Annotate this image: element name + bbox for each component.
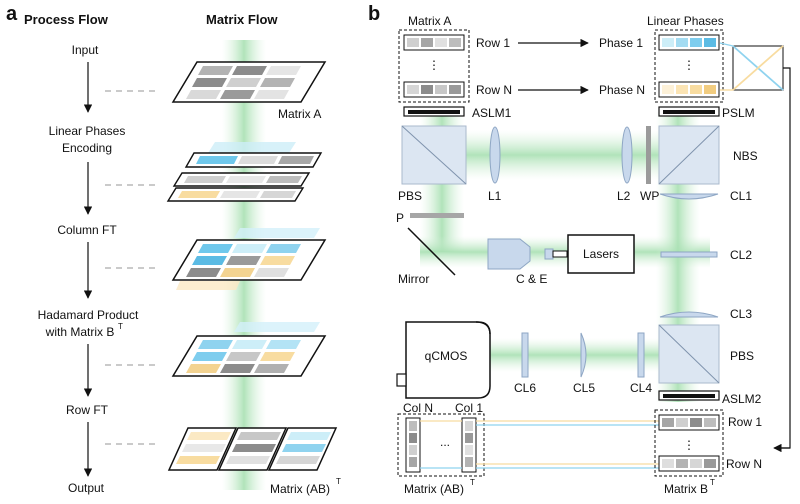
lens-cl1 (659, 193, 719, 200)
matrix-a-row1 (403, 34, 465, 51)
matrix-a-vdots: ⋮ (428, 58, 440, 72)
matrix-a-rowN (403, 81, 465, 98)
phase-1-row (658, 34, 720, 51)
matrix-abt-dashed-box (397, 413, 485, 477)
crossing-box (719, 42, 784, 91)
lasers-label: Lasers (583, 247, 619, 261)
matrix-bt-vdots: ⋮ (683, 438, 695, 452)
matrix-abt-col-1 (461, 417, 477, 473)
matrix-a-label-b: Matrix A (408, 14, 451, 28)
phase-1-label: Phase 1 (599, 36, 643, 50)
matrix-flow-header: Matrix Flow (206, 12, 278, 27)
return-line (780, 67, 791, 449)
pbs-top (401, 125, 467, 185)
matrix-abt-sup-a: T (336, 477, 341, 486)
column-ft-plane (171, 228, 327, 290)
collimator-expander (487, 238, 568, 270)
l1-label: L1 (488, 189, 502, 203)
output-planes (167, 427, 338, 471)
row-1-label-b: Row 1 (728, 415, 762, 429)
lens-cl5 (580, 332, 587, 378)
p-label: P (396, 211, 404, 225)
phase-n-row (658, 81, 720, 98)
matrix-bt-sup: T (710, 478, 715, 487)
row-n-label-a: Row N (476, 83, 512, 97)
linear-phases-label: Linear Phases (647, 14, 724, 28)
aslm2-label: ASLM2 (722, 392, 762, 406)
nbs-label: NBS (733, 149, 758, 163)
mirror (407, 227, 456, 276)
wp-label: WP (640, 189, 659, 203)
pslm (658, 106, 720, 117)
matrix-a-label-a: Matrix A (278, 107, 321, 121)
lens-l2 (621, 126, 633, 184)
matrix-bt-row1 (658, 414, 720, 431)
lens-cl2 (660, 251, 718, 258)
step-row-ft: Row FT (66, 403, 109, 417)
mirror-label: Mirror (398, 272, 429, 286)
matrix-a-dashed-box (398, 29, 470, 103)
polarizer (410, 213, 464, 218)
matrix-abt-hdots: ... (440, 435, 450, 449)
step-linear-line1: Linear Phases (49, 124, 126, 138)
panel-a-letter: a (6, 3, 18, 25)
hadamard-plane (171, 322, 327, 377)
pbs-bottom-label: PBS (730, 349, 754, 363)
cl5-label: CL5 (573, 381, 595, 395)
l2-label: L2 (617, 189, 631, 203)
aslm2 (658, 390, 720, 401)
matrix-a-plane (171, 61, 327, 103)
step-hadamard-line1: Hadamard Product (38, 308, 139, 322)
matrix-bt-dashed-box (654, 409, 724, 477)
col-1-label: Col 1 (455, 401, 483, 415)
panel-a-dashed-connectors (105, 90, 160, 445)
lens-l1 (489, 126, 501, 184)
step-input: Input (72, 43, 99, 57)
matrix-abt-label-b: Matrix (AB) (404, 482, 464, 496)
pbs-bottom (658, 324, 720, 384)
cl3-label: CL3 (730, 307, 752, 321)
lens-cl3 (659, 311, 719, 318)
phases-vdots: ⋮ (683, 58, 695, 72)
lens-cl6 (521, 332, 529, 378)
col-n-label: Col N (403, 401, 433, 415)
step-output: Output (68, 481, 105, 495)
lasers-box (567, 234, 635, 274)
aslm1-label: ASLM1 (472, 106, 512, 120)
step-column-ft: Column FT (57, 223, 117, 237)
cl2-label: CL2 (730, 248, 752, 262)
matrix-bt-label: Matrix B (664, 482, 708, 496)
aslm1 (403, 106, 465, 117)
step-hadamard-line2: with Matrix B (45, 325, 115, 339)
ce-label: C & E (516, 272, 547, 286)
phase-n-label: Phase N (599, 83, 645, 97)
linear-phase-planes (166, 142, 323, 202)
process-flow-header: Process Flow (24, 12, 109, 27)
lens-cl4 (637, 332, 645, 378)
pslm-label: PSLM (722, 106, 755, 120)
matrix-abt-label-a: Matrix (AB) (270, 482, 330, 496)
row-1-label-a: Row 1 (476, 36, 510, 50)
matrix-bt-rowN (658, 455, 720, 472)
matrix-abt-col-n (405, 417, 421, 473)
row-n-label-b: Row N (726, 457, 762, 471)
cl4-label: CL4 (630, 381, 652, 395)
step-hadamard-sup: T (118, 322, 123, 331)
qcmos-camera (396, 321, 491, 399)
step-linear-line2: Encoding (62, 141, 112, 155)
cl1-label: CL1 (730, 189, 752, 203)
qcmos-label: qCMOS (425, 349, 468, 363)
cl6-label: CL6 (514, 381, 536, 395)
transfer-lines (420, 420, 660, 469)
nbs (658, 125, 720, 185)
matrix-abt-sup-b: T (470, 478, 475, 487)
panel-b-letter: b (368, 3, 380, 25)
wave-plate (646, 126, 651, 184)
pbs-top-label: PBS (398, 189, 422, 203)
